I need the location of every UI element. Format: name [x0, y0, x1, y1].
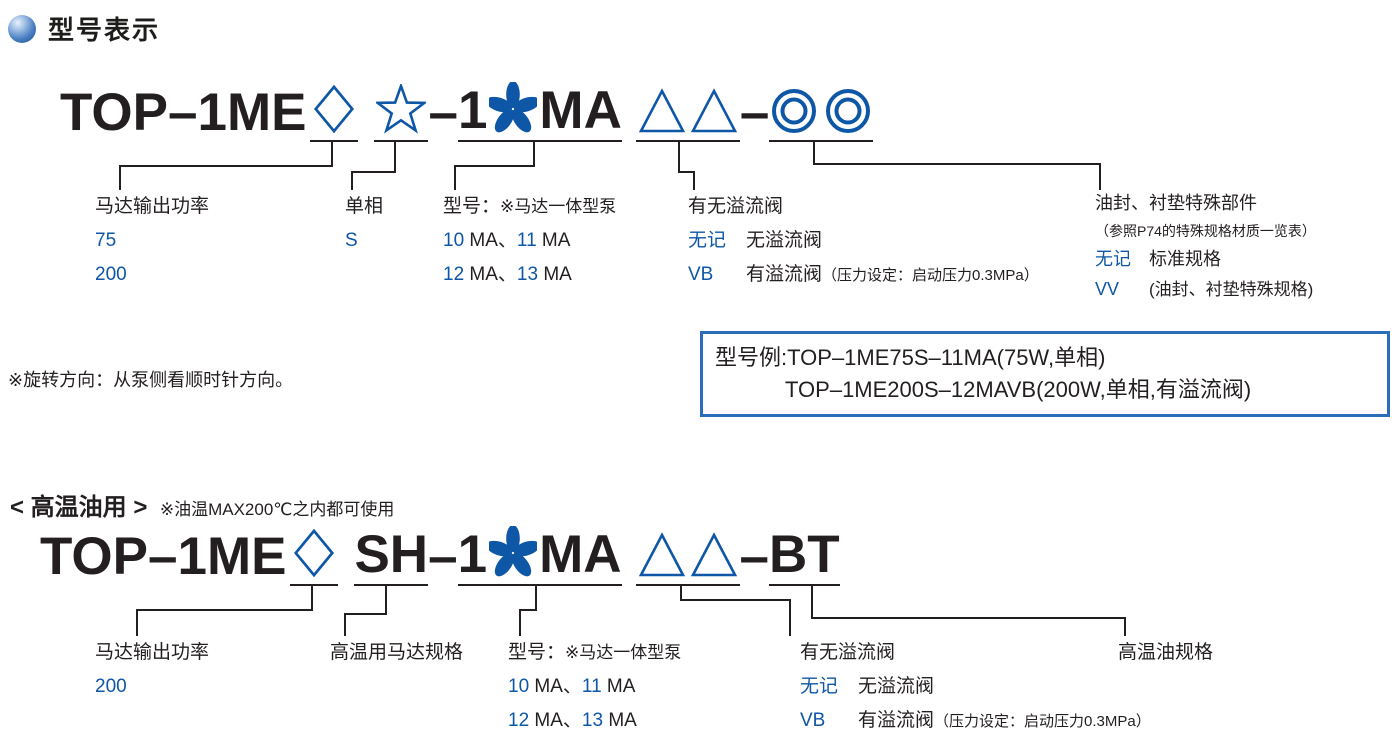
code-dash: –	[739, 83, 770, 142]
double-circle-icon	[772, 89, 817, 133]
triangle-icon	[638, 532, 685, 577]
legend-header: 油封、衬垫特殊部件	[1095, 193, 1257, 213]
code-prefix: TOP–1ME	[60, 83, 307, 142]
heading-note: ※油温MAX200℃之内都可使用	[159, 500, 395, 519]
sphere-bullet-icon	[8, 14, 36, 43]
legend-value: 200	[95, 676, 127, 697]
legend-header: 单相	[345, 196, 384, 217]
code-slot-phase	[374, 82, 429, 142]
code-sh: SH	[354, 525, 429, 584]
code-slot-seal	[769, 82, 874, 142]
legend-subnote: （参照P74的特殊规格材质一览表）	[1095, 223, 1316, 239]
legend-header: 马达输出功率	[95, 642, 210, 663]
legend-value: 200	[95, 264, 127, 285]
heading-text: < 高温油用 >	[10, 494, 148, 521]
triangle-icon	[690, 88, 738, 133]
triangle-icon	[690, 532, 737, 577]
model-code-standard: TOP–1ME – 1 MA	[60, 81, 874, 142]
legend-header: 有无溢流阀	[688, 196, 784, 217]
legend-motor-power: 马达输出功率 75 200	[95, 190, 209, 292]
code-slot-valve	[635, 526, 740, 586]
code-dash: –	[739, 527, 769, 586]
legend-row: 10 MA、11 MA	[443, 230, 571, 251]
code-slot-power	[310, 82, 359, 142]
model-code-high-temp: TOP–1ME SH – 1 MA	[40, 525, 840, 586]
legend-row: VV(油封、衬垫特殊规格)	[1095, 279, 1314, 299]
code-one: 1	[457, 525, 488, 584]
legend-row: 无记无溢流阀	[800, 676, 935, 697]
code-dash: –	[428, 83, 458, 142]
legend-row: 12 MA、13 MA	[508, 710, 637, 731]
star-icon	[376, 84, 427, 134]
legend-motor-power: 马达输出功率 200	[95, 636, 209, 704]
code-slot-power	[290, 526, 339, 586]
legend-value: S	[345, 230, 358, 251]
legend-oil-seal: 油封、衬垫特殊部件 （参照P74的特殊规格材质一览表） 无记标准规格 VV(油封…	[1095, 188, 1316, 305]
model-example-line: TOP–1ME200S–12MAVB(200W,单相,有溢流阀)	[785, 377, 1252, 402]
legend-row: 10 MA、11 MA	[508, 676, 636, 697]
asterisk-flower-icon	[489, 82, 538, 133]
code-slot-model: 1 MA	[457, 525, 622, 586]
legend-high-temp-motor: 高温用马达规格	[330, 636, 463, 670]
legend-header: 有无溢流阀	[800, 642, 896, 663]
legend-row: 无记无溢流阀	[688, 230, 823, 251]
legend-header: 型号：※马达一体型泵	[508, 642, 682, 663]
code-slot-high-temp-motor: SH	[354, 525, 429, 586]
code-bt: BT	[768, 525, 840, 584]
diamond-icon	[314, 84, 355, 134]
asterisk-flower-icon	[489, 526, 538, 577]
code-slot-valve	[635, 82, 740, 142]
diamond-icon	[294, 528, 335, 578]
legend-row: 无记标准规格	[1095, 249, 1221, 269]
model-example-box: 型号例:TOP–1ME75S–11MA(75W,单相) TOP–1ME200S–…	[700, 331, 1390, 417]
high-temp-section-heading: < 高温油用 > ※油温MAX200℃之内都可使用	[10, 487, 394, 522]
model-example-line: 型号例:TOP–1ME75S–11MA(75W,单相)	[715, 345, 1106, 370]
legend-header: 高温用马达规格	[330, 642, 464, 663]
page-title: 型号表示	[8, 10, 160, 47]
legend-model: 型号：※马达一体型泵 10 MA、11 MA 12 MA、13 MA	[508, 636, 681, 733]
code-slot-model: 1 MA	[457, 81, 622, 142]
legend-header: 马达输出功率	[95, 196, 210, 217]
code-ma: MA	[539, 81, 622, 140]
legend-model: 型号：※马达一体型泵 10 MA、11 MA 12 MA、13 MA	[443, 190, 616, 292]
legend-header: 型号：※马达一体型泵	[443, 196, 617, 217]
legend-header: 高温油规格	[1118, 642, 1214, 663]
page-title-label: 型号表示	[48, 15, 161, 45]
legend-row: 12 MA、13 MA	[443, 264, 572, 285]
double-circle-icon	[826, 89, 871, 133]
code-slot-high-temp-oil: BT	[768, 525, 840, 586]
legend-phase: 单相 S	[345, 190, 383, 258]
code-dash: –	[428, 527, 458, 586]
code-ma: MA	[539, 525, 622, 584]
legend-high-temp-oil: 高温油规格	[1118, 636, 1213, 670]
code-one: 1	[457, 81, 488, 140]
code-prefix: TOP–1ME	[40, 527, 287, 586]
rotation-direction-note: ※旋转方向：从泵侧看顺时针方向。	[8, 370, 294, 390]
triangle-icon	[638, 88, 686, 133]
legend-value: 75	[95, 230, 117, 251]
